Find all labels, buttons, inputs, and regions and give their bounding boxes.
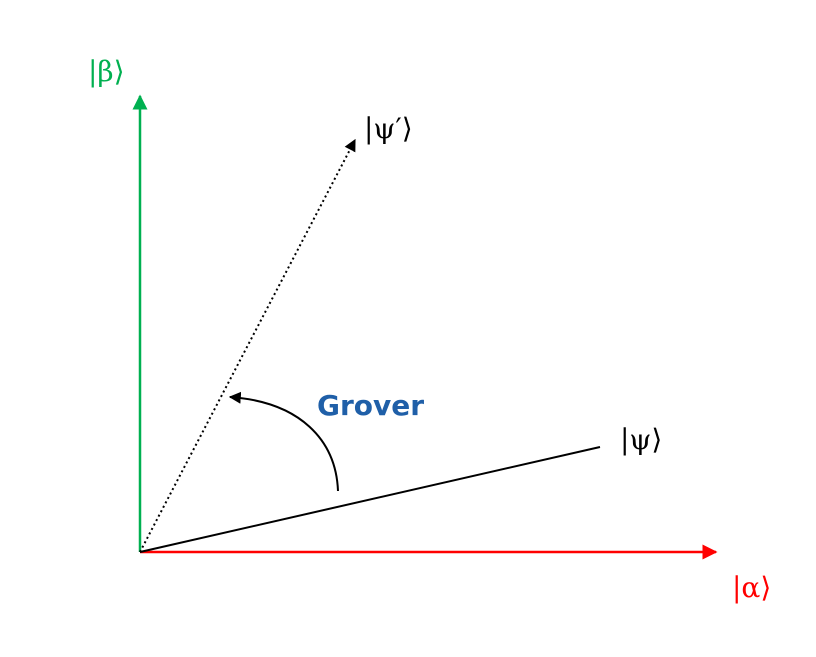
- alpha-label: |α⟩: [732, 571, 772, 604]
- psi-vector: [139, 446, 601, 553]
- grover-label: Grover: [317, 389, 425, 422]
- psi-label: |ψ⟩: [620, 423, 663, 456]
- psi-prime-label: |ψ′⟩: [364, 112, 413, 145]
- grover-rotation-arc: [228, 391, 339, 492]
- beta-label: |β⟩: [88, 55, 125, 88]
- psi-prime-vector: [139, 138, 356, 553]
